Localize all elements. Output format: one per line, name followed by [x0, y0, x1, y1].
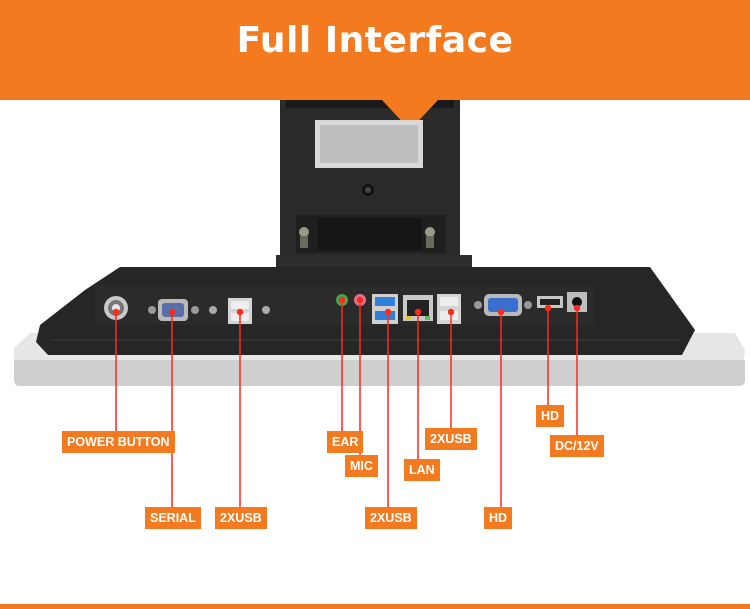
label-dc: DC/12V [550, 435, 604, 457]
label-power-button: POWER BUTTON [62, 431, 175, 453]
banner-shape [0, 0, 750, 100]
monitor-stand [276, 100, 472, 280]
label-lan: LAN [404, 459, 440, 481]
label-ear: EAR [327, 431, 364, 453]
page-title: Full Interface [236, 20, 514, 61]
label-hd-vga: HD [484, 507, 513, 529]
usb-port-right [437, 294, 461, 324]
label-usb-left: 2XUSB [215, 507, 267, 529]
header-banner [0, 0, 750, 100]
hdmi-port [537, 296, 563, 308]
dc-jack [567, 292, 587, 312]
label-hd-hdmi: HD [536, 405, 565, 427]
bottom-accent-line [0, 604, 750, 609]
usb3-port [372, 294, 398, 324]
label-usb-right: 2XUSB [425, 428, 477, 450]
stand-notch [382, 100, 438, 130]
label-usb-blue: 2XUSB [365, 507, 417, 529]
label-mic: MIC [345, 455, 378, 477]
vga-port [474, 294, 532, 316]
label-serial: SERIAL [145, 507, 201, 529]
leader-lines [112, 296, 581, 508]
